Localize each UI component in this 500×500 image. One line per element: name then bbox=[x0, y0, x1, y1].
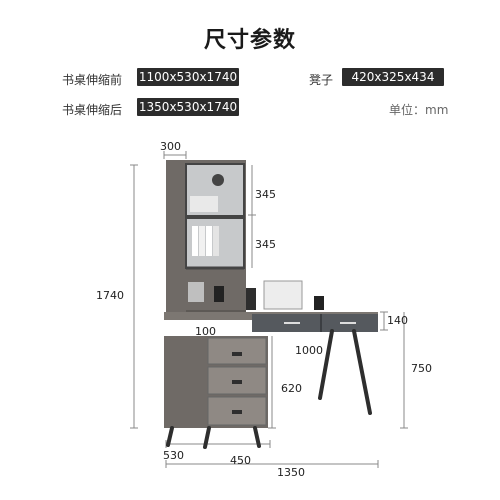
dim-step: 100 bbox=[195, 325, 216, 338]
dim-height-total: 1740 bbox=[96, 289, 124, 302]
desk-items bbox=[246, 280, 324, 310]
spec-value-after: 1350x530x1740 bbox=[137, 98, 239, 116]
spec-label-after: 书桌伸缩后 bbox=[62, 103, 123, 117]
dim-depth: 530 bbox=[163, 449, 184, 462]
dim-desk-front: 140 bbox=[387, 314, 408, 327]
unit-label: 单位：mm bbox=[389, 103, 449, 117]
cabinet bbox=[164, 326, 268, 428]
spec-label-stool: 凳子 bbox=[309, 73, 334, 87]
dim-desk-height: 750 bbox=[411, 362, 432, 375]
page-title: 尺寸参数 bbox=[203, 28, 296, 53]
bookcase bbox=[166, 160, 246, 316]
spec-value-before: 1100x530x1740 bbox=[137, 68, 239, 86]
spec-label-before: 书桌伸缩前 bbox=[62, 73, 123, 87]
dim-top-width: 300 bbox=[160, 140, 181, 153]
dim-desk-side: 1000 bbox=[295, 344, 323, 357]
spec-value-stool: 420x325x434 bbox=[342, 68, 444, 86]
dim-cabinet-height: 620 bbox=[281, 382, 302, 395]
dimension-lines bbox=[130, 151, 408, 468]
desk-top bbox=[164, 312, 378, 332]
legs bbox=[166, 329, 372, 449]
dim-total-width: 1350 bbox=[277, 466, 305, 479]
dim-shelf-lower: 345 bbox=[255, 238, 276, 251]
dim-cabinet-width: 450 bbox=[230, 454, 251, 467]
dim-shelf-upper: 345 bbox=[255, 188, 276, 201]
